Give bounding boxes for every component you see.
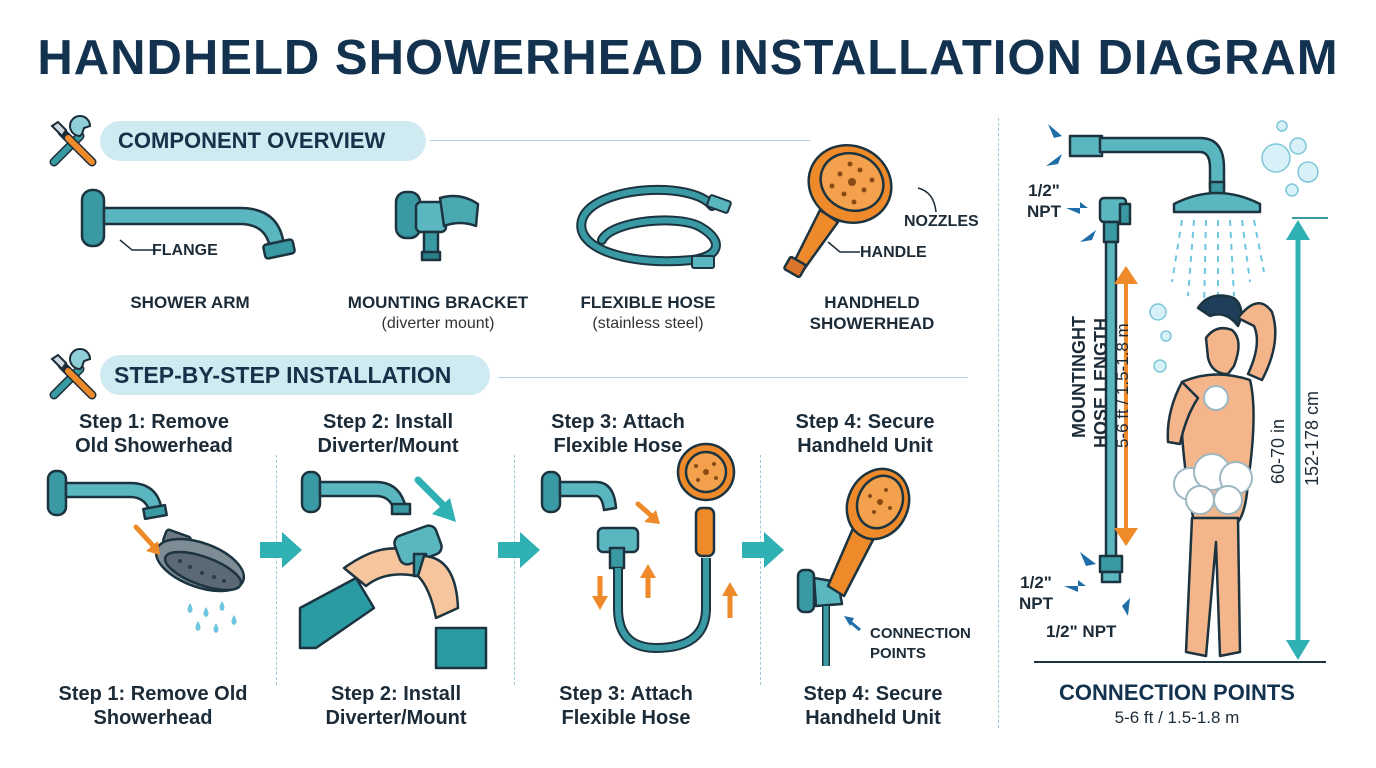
leader-line [119, 239, 154, 251]
callout-line: POINTS [870, 645, 926, 662]
component-label-handheld: HANDHELD SHOWERHEAD [780, 292, 964, 334]
step-4-footer: Step 4: Secure Handheld Unit [768, 682, 978, 730]
step-divider [276, 455, 277, 685]
mounting-bracket-illustration [394, 190, 480, 262]
step-header-line: Flexible Hose [553, 435, 683, 457]
step-3-footer: Step 3: Attach Flexible Hose [526, 682, 726, 730]
section-rule [430, 140, 810, 141]
leader-line [917, 187, 937, 213]
panel-divider [998, 118, 999, 728]
shower-arm-illustration [80, 188, 296, 260]
hose-length-line: 5-6 ft / 1.5-1.8 m [1113, 323, 1132, 448]
section-title-installation: STEP-BY-STEP INSTALLATION [114, 361, 452, 388]
step-2-header: Step 2: Install Diverter/Mount [288, 410, 488, 458]
component-label-flexible-hose: FLEXIBLE HOSE (stainless steel) [560, 292, 736, 334]
step-2-illustration [298, 470, 488, 670]
callout-connection-points: CONNECTION POINTS [870, 624, 971, 664]
step-4-illustration [796, 467, 911, 666]
step-header-line: Handheld Unit [797, 435, 933, 457]
step-header-line: Diverter/Mount [317, 435, 459, 457]
section-rule [498, 377, 968, 378]
step-footer-line: Showerhead [93, 707, 213, 729]
section-pill-overview: COMPONENT OVERVIEW [100, 121, 426, 161]
connection-points-title: CONNECTION POINTS [1059, 680, 1295, 705]
component-subtitle: (stainless steel) [592, 315, 704, 332]
leader-line [827, 241, 860, 253]
arrow-right-icon [498, 532, 540, 568]
npt-line: NPT [1019, 594, 1053, 613]
height-inches-label: 60-70 in [1268, 418, 1288, 484]
step-1-header: Step 1: Remove Old Showerhead [44, 410, 264, 458]
step-header-line: Old Showerhead [75, 435, 233, 457]
callout-line: CONNECTION [870, 625, 971, 642]
page-title: HANDHELD SHOWERHEAD INSTALLATION DIAGRAM [37, 31, 1339, 85]
npt-label-bottom-left: 1/2" NPT [1019, 572, 1053, 614]
step-3-illustration [540, 442, 738, 654]
hose-length-line: HOSE LENGTH [1091, 317, 1111, 448]
component-subtitle: (diverter mount) [381, 315, 495, 332]
tools-icon [49, 115, 97, 167]
step-footer-line: Diverter/Mount [325, 707, 467, 729]
tools-icon [49, 348, 97, 400]
step-footer-line: Flexible Hose [561, 707, 691, 729]
hose-length-label: MOUNTINGHT HOSE LENGTH 5-6 ft / 1.5-1.8 … [1068, 316, 1134, 448]
step-footer-line: Step 2: Install [330, 683, 462, 705]
npt-label-top: 1/2" NPT [1027, 180, 1061, 222]
hose-length-line: MOUNTINGHT [1069, 316, 1089, 438]
component-title-line2: SHOWERHEAD [809, 314, 935, 333]
arrow-right-icon [260, 532, 302, 568]
handheld-showerhead-illustration [783, 144, 893, 279]
height-cm-label: 152-178 cm [1302, 390, 1322, 486]
callout-nozzles: NOZZLES [904, 213, 979, 230]
water-drop-icon [187, 601, 237, 633]
step-divider [760, 455, 761, 685]
step-3-header: Step 3: Attach Flexible Hose [518, 410, 718, 458]
step-divider [514, 455, 515, 685]
step-1-illustration [46, 469, 246, 633]
flexible-hose-illustration [576, 184, 732, 269]
npt-line: 1/2" [1028, 181, 1060, 200]
arrow-right-icon [742, 532, 784, 568]
step-footer-line: Step 1: Remove Old [58, 683, 248, 705]
step-1-footer: Step 1: Remove Old Showerhead [40, 682, 266, 730]
component-label-shower-arm: SHOWER ARM [130, 293, 250, 312]
step-header-line: Step 4: Secure [795, 411, 935, 433]
step-footer-line: Handheld Unit [805, 707, 941, 729]
callout-flange: FLANGE [152, 242, 218, 259]
npt-line: NPT [1027, 202, 1061, 221]
step-header-line: Step 3: Attach [551, 411, 685, 433]
step-4-header: Step 4: Secure Handheld Unit [760, 410, 970, 458]
section-pill-installation: STEP-BY-STEP INSTALLATION [100, 355, 490, 395]
step-footer-line: Step 4: Secure [803, 683, 943, 705]
component-title: FLEXIBLE HOSE [580, 293, 716, 312]
component-label-mounting-bracket: MOUNTING BRACKET (diverter mount) [332, 292, 544, 334]
npt-label-bottom-right: 1/2" NPT [1046, 622, 1117, 641]
component-title: MOUNTING BRACKET [347, 293, 529, 312]
npt-line: 1/2" [1020, 573, 1052, 592]
step-footer-line: Step 3: Attach [559, 683, 693, 705]
installed-shower-illustration [1034, 120, 1328, 663]
connection-points-subtitle: 5-6 ft / 1.5-1.8 m [1114, 708, 1240, 727]
step-header-line: Step 2: Install [322, 411, 454, 433]
step-header-line: Step 1: Remove [78, 411, 230, 433]
section-title-overview: COMPONENT OVERVIEW [118, 128, 386, 153]
callout-handle: HANDLE [860, 244, 927, 261]
component-title-line1: HANDHELD [824, 293, 920, 312]
step-2-footer: Step 2: Install Diverter/Mount [296, 682, 496, 730]
bubble-icon [1149, 120, 1319, 373]
